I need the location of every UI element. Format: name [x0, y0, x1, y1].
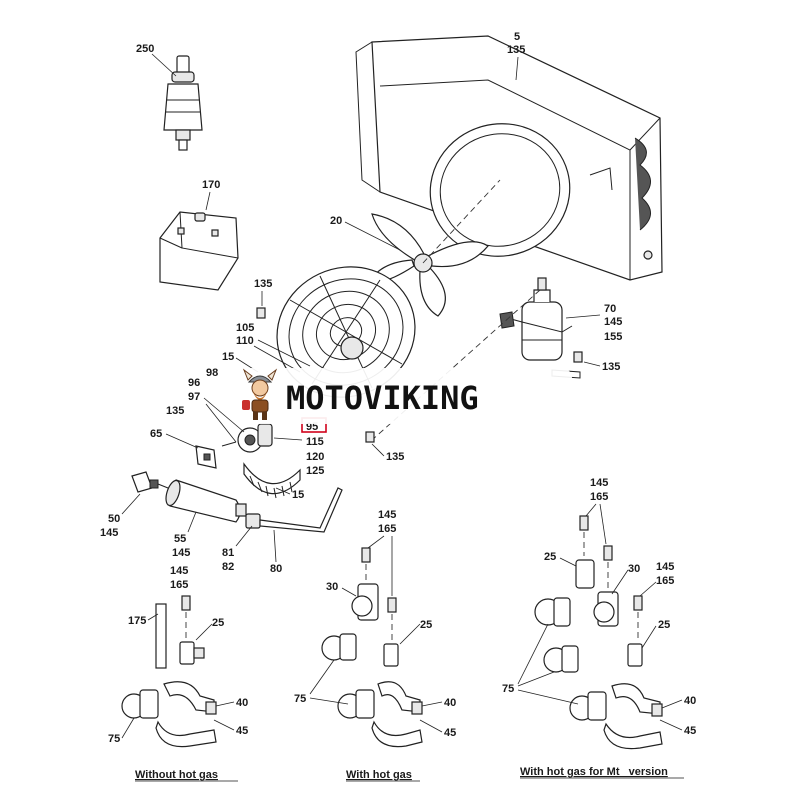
part-170-box — [159, 211, 239, 291]
callout-65: 65 — [150, 428, 162, 440]
callout-165a: 165 — [170, 579, 188, 591]
callout-75a: 75 — [108, 733, 120, 745]
caption-with-hot-gas: With hot gas — [346, 769, 412, 781]
callout-45b: 45 — [444, 727, 456, 739]
caption-without-hot-gas: Without hot gas — [135, 769, 218, 781]
part-20-fan-blade — [371, 213, 489, 317]
part-70-receiver — [499, 277, 573, 361]
callout-25d: 25 — [658, 619, 670, 631]
watermark-banner — [232, 368, 572, 424]
callout-135c: 135 — [166, 405, 184, 417]
callout-155: 155 — [604, 331, 622, 343]
callout-135e: 135 — [602, 361, 620, 373]
callout-82: 82 — [222, 561, 234, 573]
brand-watermark-text: MOTOVIKING — [286, 379, 479, 417]
callout-96: 96 — [188, 377, 200, 389]
callout-15a: 15 — [222, 351, 234, 363]
callout-50: 50 — [108, 513, 120, 525]
callout-25b: 25 — [420, 619, 432, 631]
callout-95: 95 — [306, 421, 318, 433]
callout-250: 250 — [136, 43, 154, 55]
callout-81: 81 — [222, 547, 234, 559]
callout-30b: 30 — [628, 563, 640, 575]
part-5-housing — [355, 35, 663, 281]
callout-145f: 145 — [590, 477, 608, 489]
part-96-solenoid — [221, 423, 273, 453]
callout-145c: 145 — [172, 547, 190, 559]
callout-145e: 145 — [378, 509, 396, 521]
callout-98: 98 — [206, 367, 218, 379]
callout-125: 125 — [306, 465, 324, 477]
assembly-without-hot-gas — [121, 595, 217, 748]
callout-40a: 40 — [236, 697, 248, 709]
callout-75b: 75 — [294, 693, 306, 705]
callout-165d: 165 — [656, 575, 674, 587]
callout-40b: 40 — [444, 697, 456, 709]
callout-175: 175 — [128, 615, 146, 627]
callout-135a: 135 — [507, 44, 525, 56]
part-50-fitting — [131, 471, 169, 493]
assembly-with-hot-gas-mt — [534, 515, 663, 750]
callout-120: 120 — [306, 451, 324, 463]
part-80-tube — [259, 487, 343, 533]
assembly-with-hot-gas — [321, 547, 423, 748]
part-65-bracket — [195, 445, 217, 469]
part-250-dryer — [163, 55, 203, 151]
callout-145a: 145 — [604, 316, 622, 328]
callout-165c: 165 — [590, 491, 608, 503]
callout-20: 20 — [330, 215, 342, 227]
callout-15b: 15 — [292, 489, 304, 501]
callout-170: 170 — [202, 179, 220, 191]
viking-mascot-logo — [242, 368, 278, 420]
part-55-filter — [165, 479, 261, 529]
callout-135b: 135 — [254, 278, 272, 290]
callout-25c: 25 — [544, 551, 556, 563]
callout-30a: 30 — [326, 581, 338, 593]
callout-45c: 45 — [684, 725, 696, 737]
callout-97: 97 — [188, 391, 200, 403]
callout-40c: 40 — [684, 695, 696, 707]
callout-145g: 145 — [656, 561, 674, 573]
callout-25a: 25 — [212, 617, 224, 629]
callout-115: 115 — [306, 436, 324, 448]
callout-145d: 145 — [170, 565, 188, 577]
callout-135d: 135 — [386, 451, 404, 463]
part-125-clamp — [243, 462, 301, 499]
callout-45a: 45 — [236, 725, 248, 737]
callout-55: 55 — [174, 533, 186, 545]
callout-5: 5 — [514, 31, 520, 43]
callout-70: 70 — [604, 303, 616, 315]
callout-110: 110 — [236, 335, 254, 347]
callout-75c: 75 — [502, 683, 514, 695]
callout-105: 105 — [236, 322, 254, 334]
callout-165b: 165 — [378, 523, 396, 535]
callout-80: 80 — [270, 563, 282, 575]
callout-145b: 145 — [100, 527, 118, 539]
caption-with-hot-gas-mt: With hot gas for Mt_ version — [520, 766, 668, 778]
